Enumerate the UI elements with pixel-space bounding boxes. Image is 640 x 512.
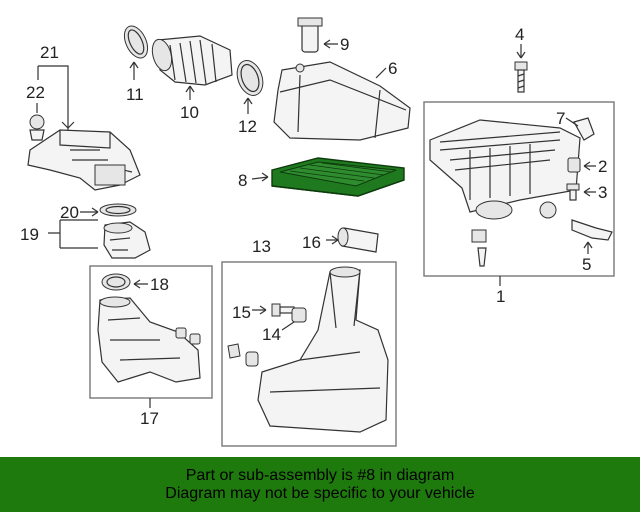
part-21-air-inlet-duct[interactable] (27, 129, 141, 191)
label-4: 4 (515, 25, 524, 44)
parts-diagram: 21 22 20 19 11 10 12 9 (20, 17, 615, 447)
part-4-bolt[interactable] (514, 61, 528, 93)
group-box-1 (423, 101, 615, 277)
label-19: 19 (20, 225, 39, 244)
label-12: 12 (238, 117, 257, 136)
group-box-17 (89, 265, 213, 399)
part-16-seal[interactable] (337, 227, 379, 253)
part-1-air-cleaner-case[interactable] (429, 119, 581, 267)
label-16: 16 (302, 233, 321, 252)
part-18-seal-ring[interactable] (101, 273, 131, 291)
part-3-bolt[interactable] (566, 183, 580, 201)
part-8-air-filter[interactable] (271, 157, 405, 197)
label-9: 9 (340, 35, 349, 54)
group-box-13 (221, 261, 397, 447)
part-17-lower-duct[interactable] (97, 296, 201, 383)
part-6-air-cleaner-cover[interactable] (273, 61, 411, 141)
label-6: 6 (388, 59, 397, 78)
label-11: 11 (126, 85, 144, 104)
label-1: 1 (496, 287, 505, 306)
part-9-sensor[interactable] (297, 17, 323, 53)
part-15-bolt[interactable] (271, 303, 295, 317)
label-2: 2 (598, 157, 607, 176)
label-10: 10 (180, 103, 199, 122)
label-21: 21 (40, 43, 59, 62)
label-7: 7 (556, 109, 565, 128)
part-13-resonator-chamber[interactable] (257, 266, 389, 433)
part-5-mount-bracket[interactable] (539, 201, 613, 241)
label-3: 3 (598, 183, 607, 202)
label-14: 14 (262, 325, 281, 344)
part-7-bracket[interactable] (573, 117, 595, 141)
label-13: 13 (252, 237, 271, 256)
part-14-grommet[interactable] (291, 307, 307, 323)
label-8: 8 (238, 171, 247, 190)
banner-line-2: Diagram may not be specific to your vehi… (165, 484, 475, 502)
part-2-grommet[interactable] (567, 157, 581, 173)
label-20: 20 (60, 203, 79, 222)
label-18: 18 (150, 275, 169, 294)
part-11-clamp[interactable] (120, 22, 152, 61)
part-20-seal-ring[interactable] (99, 203, 137, 217)
part-12-clamp[interactable] (233, 57, 268, 99)
banner-line-1: Part or sub-assembly is #8 in diagram (185, 466, 455, 484)
part-19-resonator-tube[interactable] (103, 221, 151, 259)
label-22: 22 (26, 83, 45, 102)
part-22-clip[interactable] (29, 114, 45, 141)
part-notice-banner: Part or sub-assembly is #8 in diagram Di… (0, 457, 640, 512)
label-17: 17 (140, 409, 159, 428)
part-10-intake-hose[interactable] (149, 35, 233, 86)
label-15: 15 (232, 303, 251, 322)
label-5: 5 (582, 255, 591, 274)
